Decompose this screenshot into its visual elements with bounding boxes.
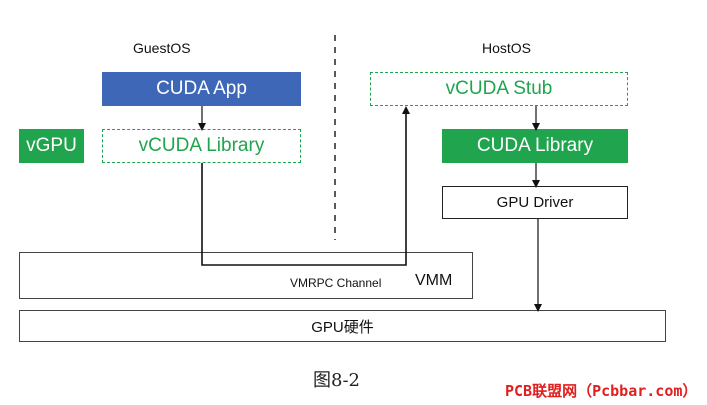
vcuda-stub-label: vCUDA Stub bbox=[445, 78, 553, 99]
gpu-hardware-box: GPU硬件 bbox=[19, 310, 666, 342]
figure-caption: 图8-2 bbox=[313, 370, 360, 391]
host-os-label: HostOS bbox=[482, 40, 532, 56]
guest-os-label: GuestOS bbox=[133, 40, 191, 56]
watermark: PCB联盟网（Pcbbar.com） bbox=[505, 382, 698, 400]
vmrpc-channel-label: VMRPC Channel bbox=[290, 276, 382, 290]
vcuda-library-box: vCUDA Library bbox=[102, 129, 301, 163]
cuda-library-box: CUDA Library bbox=[442, 129, 628, 163]
cuda-app-box: CUDA App bbox=[102, 72, 301, 106]
gpu-hardware-label: GPU硬件 bbox=[311, 318, 374, 336]
cuda-app-label: CUDA App bbox=[156, 78, 247, 99]
vgpu-box: vGPU bbox=[19, 129, 84, 163]
vcuda-stub-box: vCUDA Stub bbox=[370, 72, 628, 106]
vmm-label: VMM bbox=[415, 272, 453, 289]
cuda-library-label: CUDA Library bbox=[476, 135, 594, 156]
gpu-driver-box: GPU Driver bbox=[442, 186, 628, 219]
gpu-driver-label: GPU Driver bbox=[496, 194, 574, 211]
vgpu-label: vGPU bbox=[26, 135, 77, 156]
vcuda-library-label: vCUDA Library bbox=[138, 135, 265, 156]
vmm-box bbox=[19, 252, 473, 299]
